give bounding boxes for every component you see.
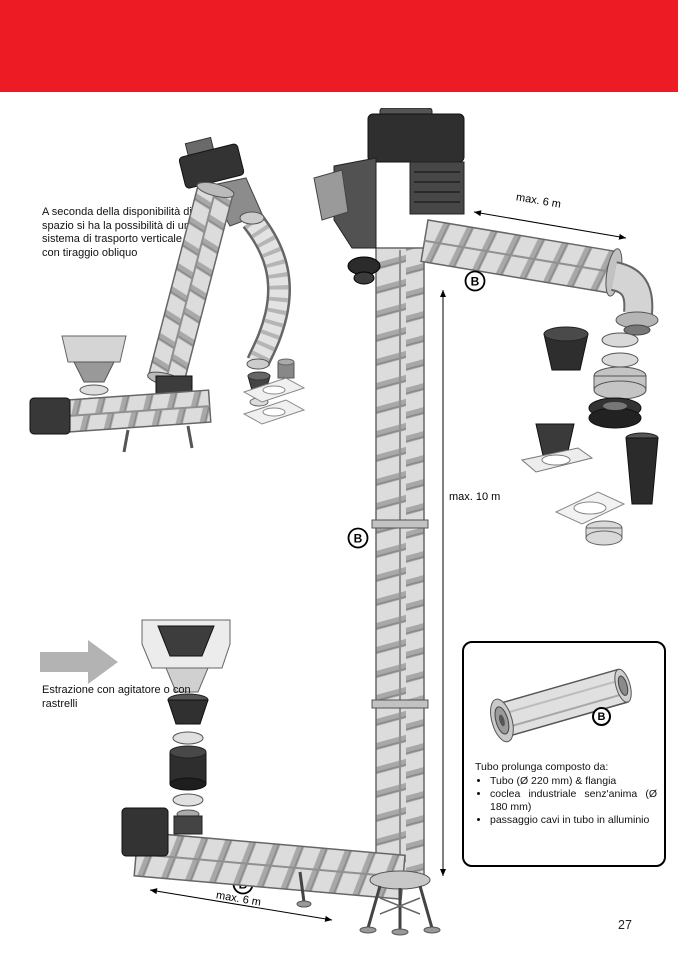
oblique-system-drawing [29, 136, 306, 453]
bottom-drive-motor [29, 397, 71, 435]
dimension-top-label: max. 6 m [515, 191, 562, 210]
extraction-note-text: Estrazione con agitatore o con rastrelli [42, 684, 191, 710]
bottom-drive-motor [121, 807, 169, 857]
outlet-fitting-stack [520, 326, 659, 546]
top-elbow [610, 261, 659, 336]
marker-b-top: B [464, 270, 486, 292]
extension-tube-inset: B Tubo prolunga composto da: Tubo (Ø 220… [462, 641, 666, 867]
oblique-motor-head [178, 136, 245, 189]
base-plates [242, 377, 306, 425]
inset-bullet: passaggio cavi in tubo in alluminio [490, 814, 657, 827]
inlet-fitting-stack [167, 693, 209, 819]
marker-b-middle: B [347, 527, 369, 549]
dimension-vertical: max. 10 m [440, 290, 500, 876]
inlet-collar [173, 815, 203, 835]
flexible-bellows-tube [239, 211, 291, 370]
inset-description: Tubo prolunga composto da: Tubo (Ø 220 m… [475, 761, 657, 827]
dimension-vertical-label: max. 10 m [449, 491, 500, 503]
inset-bullet: Tubo (Ø 220 mm) & flangia [490, 775, 657, 788]
bottom-horizontal-tube [133, 831, 406, 901]
inset-title: Tubo prolunga composto da: [475, 761, 609, 773]
top-horizontal-tube [420, 219, 623, 297]
top-drive-assembly [313, 108, 465, 285]
agitator-hopper [141, 619, 231, 693]
left-note-text: A seconda della disponibilità di spazio … [42, 206, 192, 259]
marker-b-inset: B [592, 707, 611, 726]
inset-bullet: coclea industriale senz'anima (Ø 180 mm) [490, 788, 657, 814]
dimension-bottom-label: max. 6 m [215, 889, 262, 908]
vertical-screw-tube [371, 247, 429, 881]
extension-tube-drawing [490, 668, 632, 743]
flow-arrow-icon [40, 640, 118, 684]
svg-text:B: B [471, 275, 480, 289]
page-number: 27 [618, 918, 632, 932]
vertical-system-drawing: max. 6 m max. 10 m B B B [121, 108, 659, 936]
svg-text:B: B [354, 532, 363, 546]
inset-bullet-list: Tubo (Ø 220 mm) & flangia coclea industr… [475, 775, 657, 827]
header-band [0, 0, 678, 92]
base-support [359, 870, 441, 936]
